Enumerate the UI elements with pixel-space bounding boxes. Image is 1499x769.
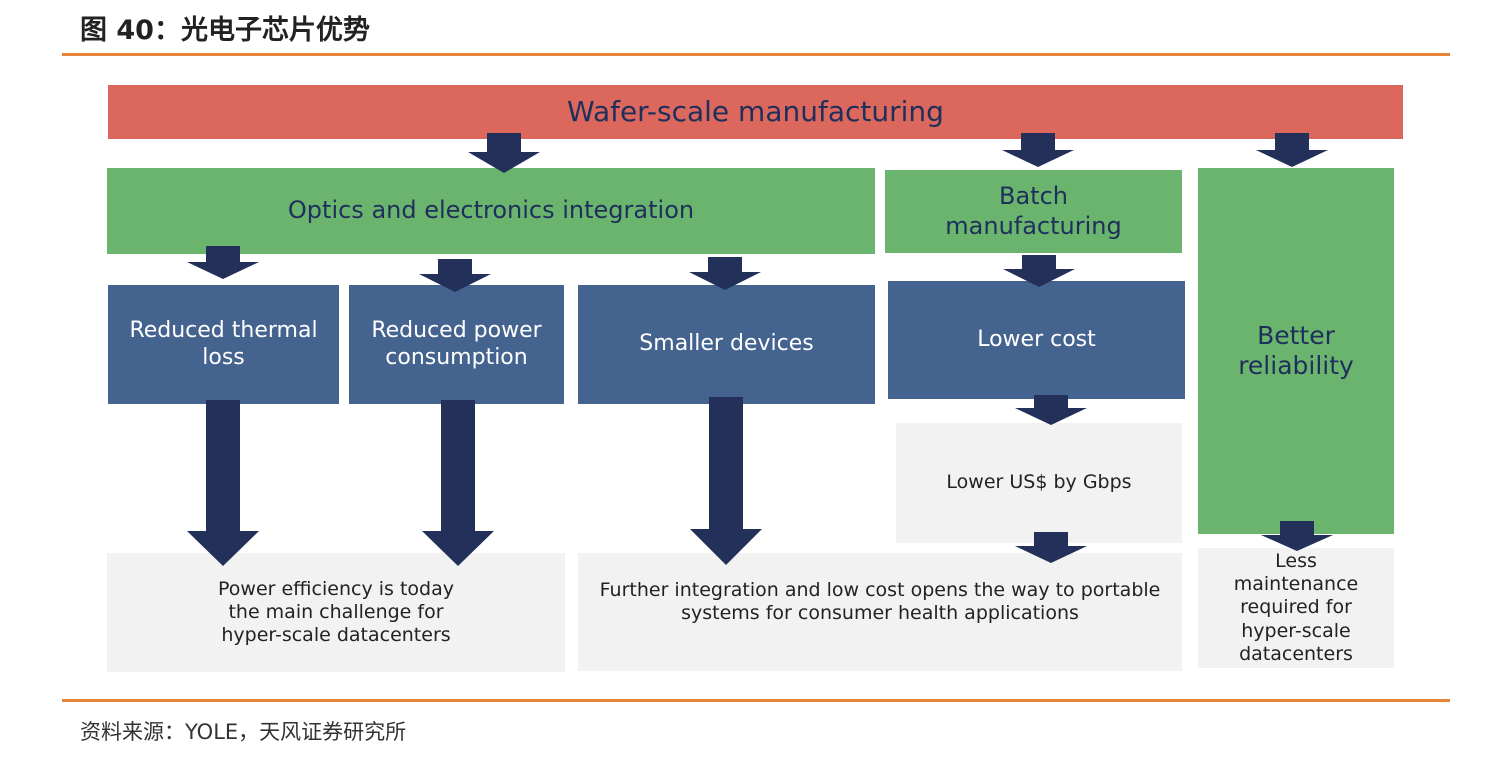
arrow-optics-to-power [419,259,491,292]
node-reduced-power-consumption: Reduced power consumption [349,285,564,404]
arrow-reliability-to-maintenance [1261,521,1333,551]
arrow-optics-to-thermal [187,246,259,279]
node-outcome-less-maintenance: Less maintenance required for hyper-scal… [1198,548,1394,668]
node-lower-cost: Lower cost [888,281,1185,399]
node-better-reliability: Better reliability [1198,168,1394,534]
arrow-cost-to-gbps [1015,395,1087,425]
top-rule [62,53,1450,56]
page-title: 图 40：光电子芯片优势 [80,15,370,46]
node-batch-manufacturing: Batch manufacturing [885,170,1182,253]
arrow-batch-to-cost [1003,255,1075,287]
arrow-top-to-optics [468,133,540,173]
arrow-thermal-to-outcome [187,400,259,566]
node-outcome-power-efficiency: Power efficiency is today the main chall… [107,553,565,672]
node-wafer-scale: Wafer-scale manufacturing [108,85,1403,139]
node-reduced-thermal-loss: Reduced thermal loss [108,285,339,404]
arrow-smaller-to-outcome [690,397,762,565]
arrow-power-to-outcome [422,400,494,566]
arrow-optics-to-smaller [689,257,761,290]
node-lower-usd-by-gbps: Lower US$ by Gbps [896,423,1182,543]
arrow-gbps-to-outcome [1015,532,1087,563]
arrow-top-to-batch [1002,133,1074,167]
node-smaller-devices: Smaller devices [578,285,875,404]
node-outcome-portable-systems: Further integration and low cost opens t… [578,553,1182,671]
bottom-rule [62,699,1450,702]
arrow-top-to-reliability [1256,133,1328,167]
node-optics-integration: Optics and electronics integration [107,168,875,254]
source-note: 资料来源：YOLE，天风证券研究所 [80,720,407,744]
